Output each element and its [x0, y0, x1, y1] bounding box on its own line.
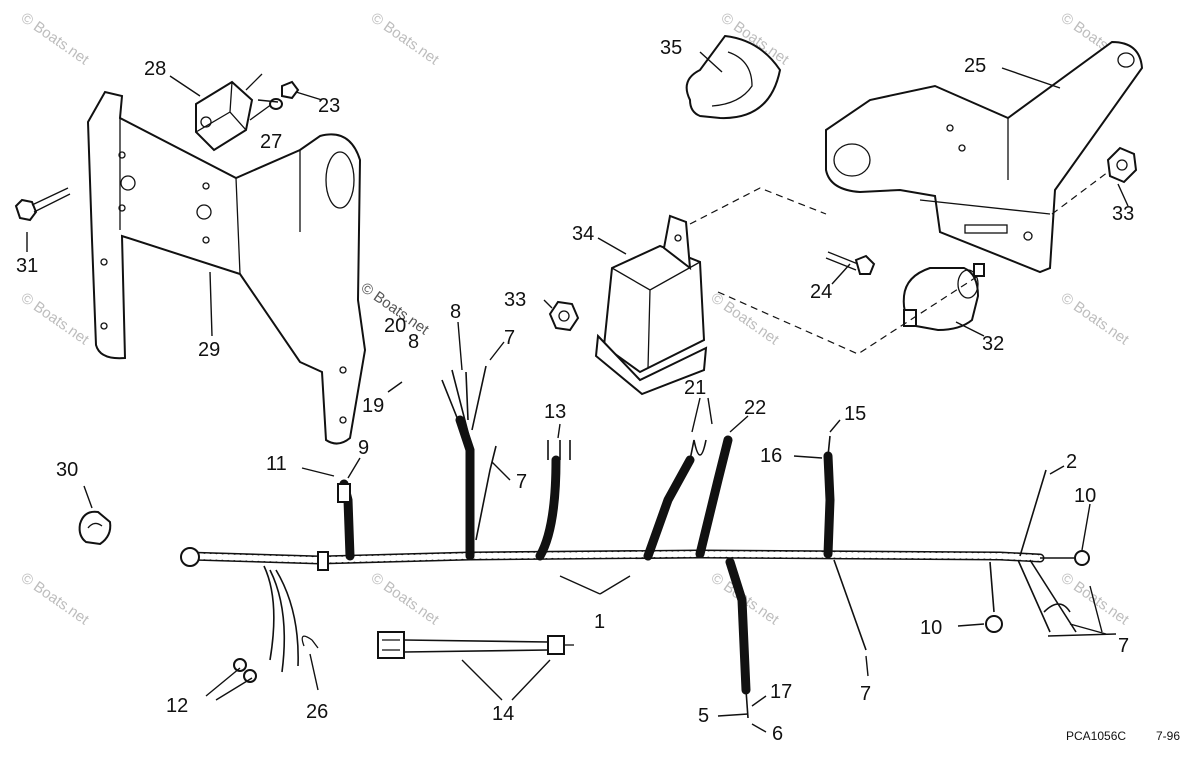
callout-10: 10 [920, 617, 942, 639]
callout-1: 1 [594, 611, 605, 633]
watermark: © Boats.net [18, 9, 93, 68]
nut [548, 300, 580, 332]
callout-9: 9 [358, 437, 369, 459]
mounting-bracket-left [86, 90, 367, 445]
callout-28: 28 [144, 58, 166, 80]
callout-33: 33 [504, 289, 526, 311]
callout-7: 7 [1118, 635, 1129, 657]
terminal-block [195, 73, 273, 152]
callout-35: 35 [660, 37, 682, 59]
screw [825, 251, 876, 275]
hose-clip [78, 510, 112, 546]
callout-6: 6 [772, 723, 783, 745]
callout-32: 32 [982, 333, 1004, 355]
watermark: © Boats.net [18, 289, 93, 348]
callout-8: 8 [450, 301, 461, 323]
callout-26: 26 [306, 701, 328, 723]
watermark: © Boats.net [368, 569, 443, 628]
callout-5: 5 [698, 705, 709, 727]
callout-29: 29 [198, 339, 220, 361]
callout-7: 7 [504, 327, 515, 349]
solenoid [902, 263, 985, 332]
callout-13: 13 [544, 401, 566, 423]
callout-11: 11 [266, 453, 287, 475]
clamp [685, 34, 782, 120]
mounting-bracket-right [825, 40, 1144, 274]
leader-lines [26, 51, 1129, 733]
callout-10: 10 [1074, 485, 1096, 507]
callout-21: 21 [684, 377, 706, 399]
callout-30: 30 [56, 459, 78, 481]
callout-25: 25 [964, 55, 986, 77]
washer [269, 98, 283, 110]
callout-8: 8 [408, 331, 419, 353]
callout-34: 34 [572, 223, 594, 245]
callout-31: 31 [16, 255, 38, 277]
watermark: © Boats.net [368, 9, 443, 68]
callout-7: 7 [516, 471, 527, 493]
callout-7: 7 [860, 683, 871, 705]
reference-code: PCA1056C [1066, 729, 1126, 743]
watermark: © Boats.net [1058, 289, 1133, 348]
wiring-harness [180, 365, 1090, 719]
watermark: © Boats.net [18, 569, 93, 628]
callout-23: 23 [318, 95, 340, 117]
callout-22: 22 [744, 397, 766, 419]
nut [1106, 146, 1138, 184]
relay [594, 214, 708, 396]
callout-labels: 28 23 27 35 25 31 29 34 33 33 24 32 20 8… [16, 37, 1134, 745]
callout-14: 14 [492, 703, 514, 725]
nut [281, 80, 300, 100]
callout-16: 16 [760, 445, 782, 467]
callout-2: 2 [1066, 451, 1077, 473]
callout-12: 12 [166, 695, 188, 717]
screw [14, 187, 71, 222]
revision-date: 7-96 [1156, 729, 1180, 743]
assembly-line [689, 171, 1109, 355]
wire-clip [301, 635, 319, 649]
callout-20: 20 [384, 315, 406, 337]
callout-33: 33 [1112, 203, 1134, 225]
jumper-wire [377, 631, 574, 659]
callout-17: 17 [770, 681, 792, 703]
callout-24: 24 [810, 281, 832, 303]
callout-19: 19 [362, 395, 384, 417]
callout-27: 27 [260, 131, 282, 153]
callout-15: 15 [844, 403, 866, 425]
watermark: © Boats.net [708, 289, 783, 348]
